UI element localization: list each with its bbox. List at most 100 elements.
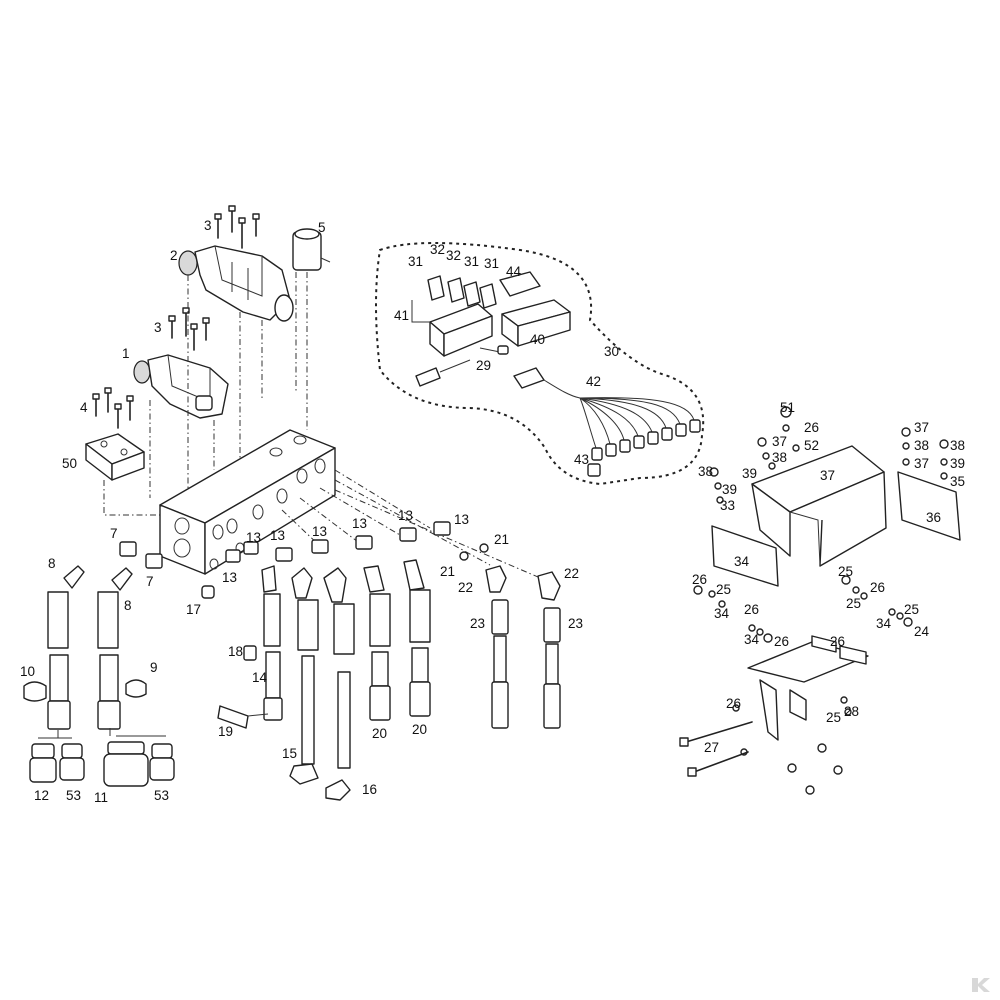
callout: 25 (826, 710, 841, 725)
callout: 2 (170, 248, 178, 263)
valve-assembly-group (85, 205, 331, 516)
callout: 20 (372, 726, 387, 741)
callout: 26 (744, 602, 759, 617)
callout: 20 (412, 722, 427, 737)
adapter-fittings (119, 521, 451, 569)
callout: 37 (820, 468, 835, 483)
callout: 7 (110, 526, 118, 541)
callout: 13 (270, 528, 285, 543)
manifold-block (159, 429, 336, 575)
electrical-kit-group (375, 242, 705, 486)
callout: 13 (454, 512, 469, 527)
callout: 18 (228, 644, 243, 659)
callout: 9 (150, 660, 158, 675)
brand-logo-icon (972, 978, 990, 992)
callout: 39 (722, 482, 737, 497)
callout: 4 (80, 400, 88, 415)
callout: 34 (744, 632, 760, 647)
callout: 31 (408, 254, 423, 269)
callout: 13 (352, 516, 367, 531)
elbow-fittings (485, 565, 561, 601)
callout: 27 (704, 740, 719, 755)
callout: 34 (714, 606, 730, 621)
callout: 40 (530, 332, 545, 347)
callout: 21 (440, 564, 455, 579)
callout: 8 (124, 598, 132, 613)
callout: 23 (568, 616, 583, 631)
hoses (47, 559, 561, 801)
screws-lower (168, 307, 210, 351)
callout: 25 (846, 596, 861, 611)
callout: 25 (904, 602, 919, 617)
base-plate (85, 433, 145, 481)
callout: 14 (252, 670, 268, 685)
callout: 39 (742, 466, 757, 481)
callout: 13 (222, 570, 237, 585)
callout: 23 (470, 616, 485, 631)
callout: 26 (726, 696, 741, 711)
callout: 26 (804, 420, 819, 435)
callout: 37 (772, 434, 787, 449)
callout: 8 (48, 556, 56, 571)
quick-couplings (29, 728, 175, 787)
callout: 19 (218, 724, 233, 739)
callout: 35 (950, 474, 965, 489)
screws-upper (214, 205, 260, 249)
callout: 32 (446, 248, 461, 263)
callout: 38 (914, 438, 929, 453)
callout: 32 (430, 242, 445, 257)
callout: 34 (876, 616, 892, 631)
hardware-small (693, 406, 949, 795)
callout: 21 (494, 532, 509, 547)
callout: 52 (804, 438, 819, 453)
callout: 3 (204, 218, 212, 233)
callout: 10 (20, 664, 35, 679)
callout: 16 (362, 782, 377, 797)
callout: 7 (146, 574, 154, 589)
callout: 22 (458, 580, 473, 595)
callout: 41 (394, 308, 409, 323)
callout: 13 (246, 530, 261, 545)
harness-plugs (591, 419, 701, 461)
callout: 53 (154, 788, 169, 803)
callout: 42 (586, 374, 601, 389)
callout: 26 (830, 634, 845, 649)
callout: 38 (950, 438, 965, 453)
callout: 39 (950, 456, 965, 471)
callout: 25 (716, 582, 731, 597)
callout: 25 (838, 564, 853, 579)
callout: 26 (774, 634, 789, 649)
callout-labels: 1 2 3 3 4 5 50 7 7 8 8 9 10 12 53 11 53 … (20, 218, 965, 805)
directional-valve-upper (178, 245, 294, 322)
callout: 13 (398, 508, 413, 523)
directional-valve-lower (133, 354, 229, 419)
callout: 36 (926, 510, 941, 525)
callout: 34 (734, 554, 750, 569)
callout: 11 (94, 790, 108, 805)
callout: 24 (914, 624, 930, 639)
callout: 38 (698, 464, 713, 479)
callout: 28 (844, 704, 859, 719)
callout: 38 (772, 450, 787, 465)
callout: 12 (34, 788, 49, 803)
callout: 26 (692, 572, 707, 587)
callout: 13 (312, 524, 327, 539)
callout: 26 (870, 580, 885, 595)
callout: 1 (122, 346, 130, 361)
callout: 15 (282, 746, 297, 761)
callout: 33 (720, 498, 735, 513)
callout: 53 (66, 788, 81, 803)
callout: 37 (914, 456, 929, 471)
callout: 31 (464, 254, 479, 269)
small-parts (23, 585, 269, 729)
callout: 31 (484, 256, 499, 271)
callout: 37 (914, 420, 929, 435)
callout: 50 (62, 456, 77, 471)
callout: 22 (564, 566, 579, 581)
callout: 43 (574, 452, 589, 467)
callout: 17 (186, 602, 201, 617)
callout: 3 (154, 320, 162, 335)
housing-bracket-group (679, 406, 961, 795)
solenoid-coil (292, 228, 331, 271)
